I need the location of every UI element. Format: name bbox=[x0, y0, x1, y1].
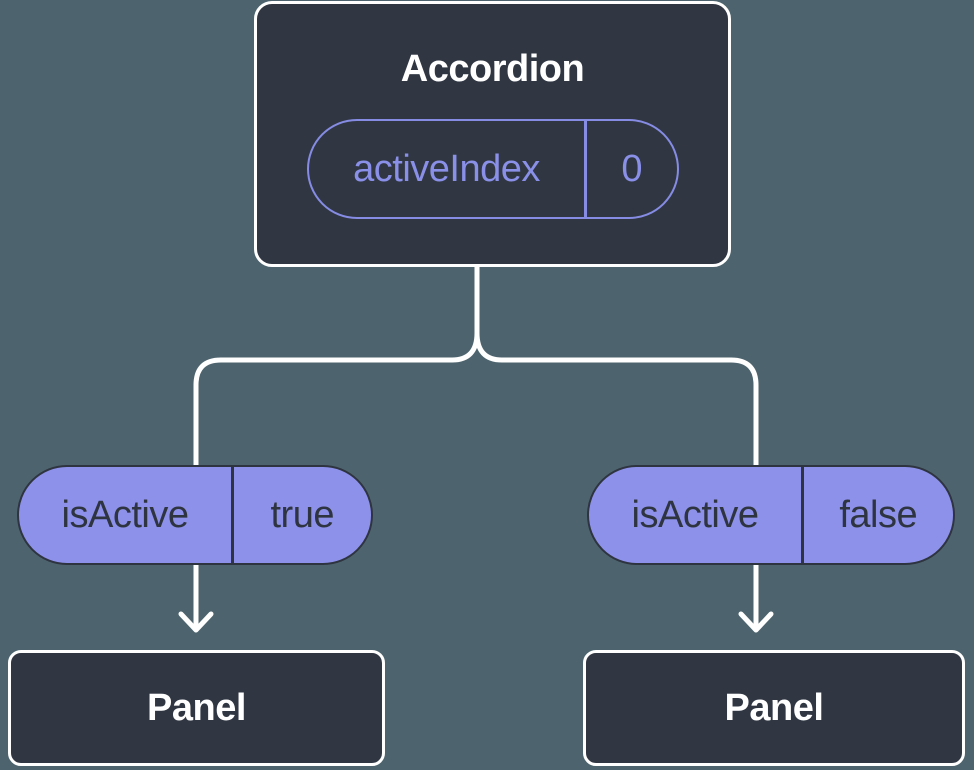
accordion-component-node: Accordion activeIndex 0 bbox=[254, 1, 731, 267]
arrowhead-left-icon bbox=[178, 611, 214, 633]
accordion-node-title: Accordion bbox=[400, 48, 585, 90]
right-panel-component-node: Panel bbox=[583, 650, 965, 766]
left-prop-value-label: true bbox=[270, 493, 335, 536]
left-panel-component-node: Panel bbox=[8, 650, 385, 766]
connector-right-branch bbox=[474, 259, 759, 629]
connector-left-branch bbox=[193, 259, 480, 629]
left-prop-pill: isActive true bbox=[17, 465, 373, 565]
right-prop-value-label: false bbox=[839, 493, 918, 536]
state-name-label: activeIndex bbox=[353, 147, 540, 190]
left-panel-node-title: Panel bbox=[147, 686, 246, 729]
left-prop-name-label: isActive bbox=[61, 493, 189, 536]
right-panel-node-title: Panel bbox=[724, 686, 824, 729]
pill-divider bbox=[584, 121, 587, 217]
pill-divider bbox=[231, 467, 234, 563]
state-value-label: 0 bbox=[621, 147, 643, 190]
right-prop-pill: isActive false bbox=[587, 465, 955, 565]
pill-divider bbox=[801, 467, 804, 563]
right-prop-name-label: isActive bbox=[631, 493, 759, 536]
arrowhead-right-icon bbox=[738, 611, 774, 633]
state-pill: activeIndex 0 bbox=[307, 119, 679, 219]
